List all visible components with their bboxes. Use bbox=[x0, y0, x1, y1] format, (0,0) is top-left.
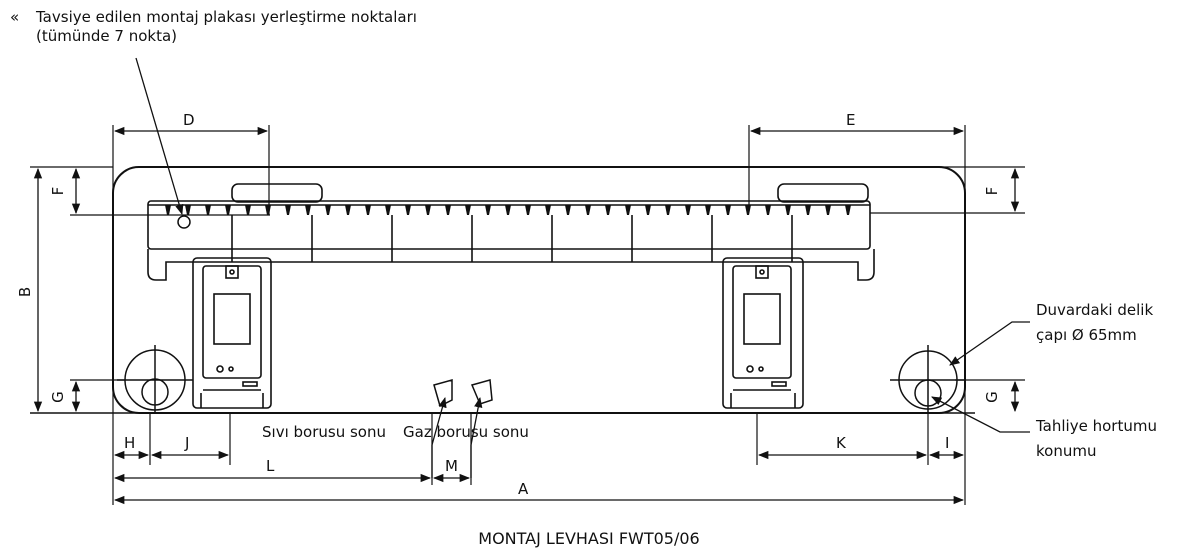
plate-tooth bbox=[325, 205, 331, 215]
dim-label-f-right: F bbox=[983, 187, 1001, 196]
plate-tooth bbox=[725, 205, 731, 215]
plate-tooth bbox=[745, 205, 751, 215]
dim-label-m: M bbox=[445, 457, 458, 475]
dim-label-l: L bbox=[266, 457, 275, 475]
plate-tooth bbox=[445, 205, 451, 215]
plate-tooth bbox=[505, 205, 511, 215]
plate-tooth bbox=[205, 205, 211, 215]
plate-tooth bbox=[265, 205, 271, 215]
plate-tooth bbox=[305, 205, 311, 215]
plate-tooth bbox=[645, 205, 651, 215]
plate-tooth bbox=[565, 205, 571, 215]
diagram-caption: MONTAJ LEVHASI FWT05/06 bbox=[478, 529, 699, 548]
plate-tooth bbox=[405, 205, 411, 215]
plate-tooth bbox=[825, 205, 831, 215]
right-bracket bbox=[722, 257, 804, 409]
drain-hose-label-line2: konumu bbox=[1036, 442, 1096, 460]
plate-tooth bbox=[225, 205, 231, 215]
dim-label-a: A bbox=[518, 480, 529, 498]
plate-tooth bbox=[365, 205, 371, 215]
dim-label-i: I bbox=[945, 434, 949, 452]
plate-tooth bbox=[765, 205, 771, 215]
leader-lines bbox=[135, 57, 1030, 478]
right-wall-hole bbox=[890, 345, 966, 412]
wall-hole-label-line2: çapı Ø 65mm bbox=[1036, 326, 1137, 344]
plate-tooth bbox=[285, 205, 291, 215]
left-bracket bbox=[192, 257, 272, 409]
plate-tooth bbox=[485, 205, 491, 215]
dim-label-g-left: G bbox=[49, 391, 67, 403]
drain-hose-label-line1: Tahliye hortumu bbox=[1035, 417, 1157, 435]
left-wall-hole bbox=[117, 345, 193, 412]
plate-tooth bbox=[665, 205, 671, 215]
dim-label-h: H bbox=[124, 434, 135, 452]
plate-tooth bbox=[525, 205, 531, 215]
pipe-ends bbox=[433, 379, 493, 408]
recommended-points-label-line1: Tavsiye edilen montaj plakası yerleştirm… bbox=[35, 8, 417, 26]
dim-label-d: D bbox=[183, 111, 195, 129]
liquid-pipe-end-label: Sıvı borusu sonu bbox=[262, 423, 386, 441]
dimension-arrows bbox=[33, 126, 1020, 505]
dim-label-g-right: G bbox=[983, 391, 1001, 403]
plate-tooth bbox=[385, 205, 391, 215]
gas-pipe-end-label: Gaz borusu sonu bbox=[403, 423, 529, 441]
plate-tooth bbox=[345, 205, 351, 215]
plate-tooth bbox=[245, 205, 251, 215]
dim-label-k: K bbox=[836, 434, 847, 452]
recommended-points-label-line2: (tümünde 7 nokta) bbox=[36, 27, 177, 45]
plate-tooth bbox=[845, 205, 851, 215]
plate-tooth bbox=[705, 205, 711, 215]
extension-lines bbox=[30, 125, 1025, 505]
indoor-unit-outline bbox=[112, 166, 966, 414]
guillemet-mark: « bbox=[10, 8, 19, 26]
dim-label-b: B bbox=[16, 287, 34, 297]
plate-tooth bbox=[785, 205, 791, 215]
dim-label-j: J bbox=[184, 434, 189, 452]
plate-tooth bbox=[545, 205, 551, 215]
wall-hole-label-line1: Duvardaki delik bbox=[1036, 301, 1153, 319]
plate-tooth bbox=[465, 205, 471, 215]
recommended-point-marker bbox=[177, 215, 191, 229]
plate-tooth bbox=[805, 205, 811, 215]
plate-tooth bbox=[625, 205, 631, 215]
plate-tooth bbox=[605, 205, 611, 215]
dim-label-e: E bbox=[846, 111, 855, 129]
plate-tooth bbox=[685, 205, 691, 215]
plate-teeth bbox=[165, 205, 851, 215]
plate-tooth bbox=[165, 205, 171, 215]
plate-tooth bbox=[585, 205, 591, 215]
plate-tooth bbox=[425, 205, 431, 215]
plate-tooth bbox=[185, 205, 191, 215]
dim-label-f-left: F bbox=[49, 187, 67, 196]
